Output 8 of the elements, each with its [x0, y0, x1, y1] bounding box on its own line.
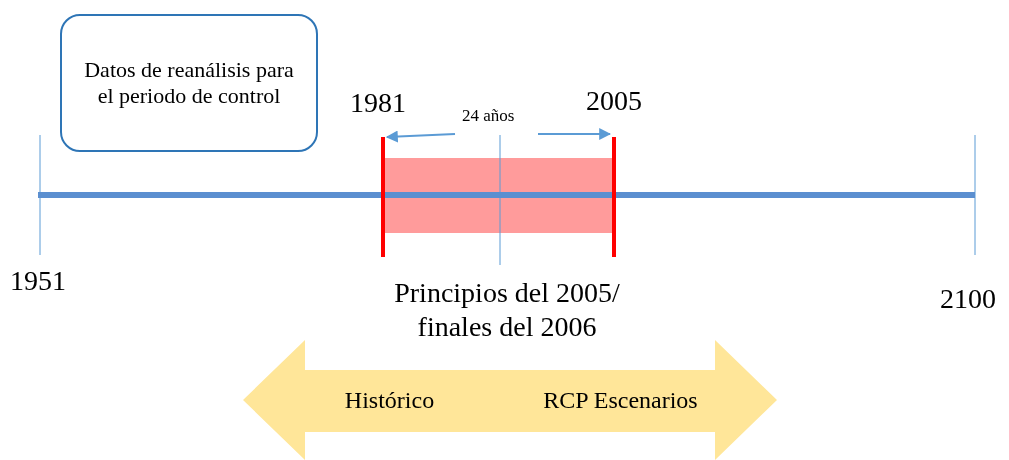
block-arrow: Histórico [243, 340, 500, 460]
year-label: 2100 [940, 282, 996, 316]
year-label: 2005 [586, 84, 642, 118]
text-box: Datos de reanálisis para el periodo de control [60, 14, 318, 152]
duration-label: 24 años [462, 106, 515, 127]
year-label: 1951 [10, 264, 66, 298]
block-arrow: RCP Escenarios [500, 340, 777, 460]
year-label: 1981 [350, 86, 406, 120]
